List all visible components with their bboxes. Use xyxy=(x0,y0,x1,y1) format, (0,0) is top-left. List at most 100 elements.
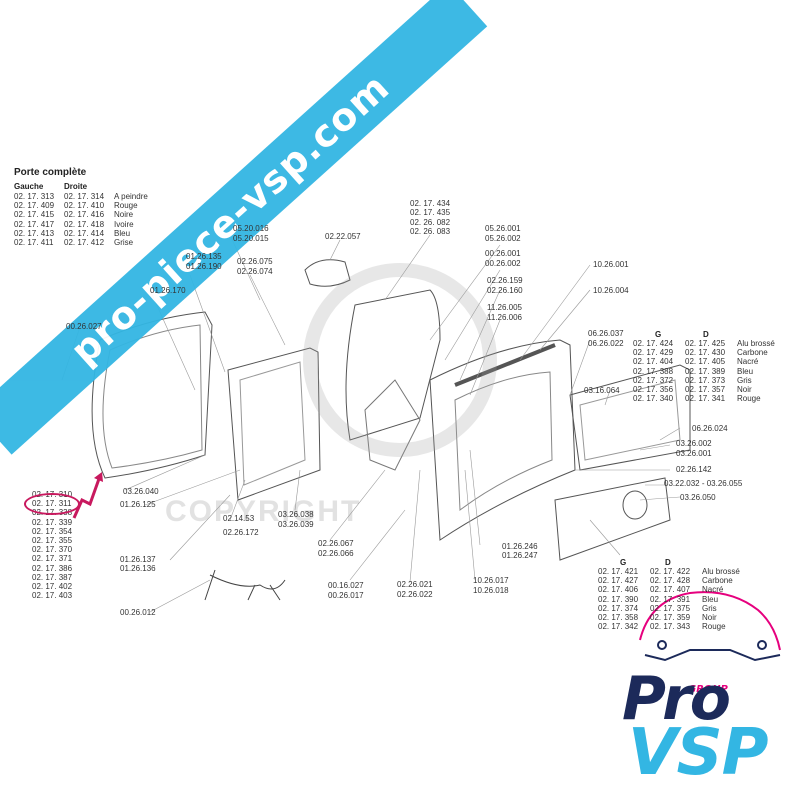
logo-car-icon xyxy=(639,591,781,662)
callout-label: 05.26.001 xyxy=(485,224,521,233)
callout-label: 00.26.002 xyxy=(485,259,521,268)
trim-top-head-d: D xyxy=(703,330,709,339)
callout-label: 02.26.021 xyxy=(397,580,433,589)
trim-ref-d: 02. 17. 357 xyxy=(685,385,726,394)
trim-ref-d: 02. 17. 391 xyxy=(650,594,691,604)
callout-label: 03.26.001 xyxy=(676,449,712,458)
left-part-ref: 02. 17. 370 xyxy=(32,545,73,555)
part-color: Bleu xyxy=(114,228,131,238)
parts-list-title: Porte complète xyxy=(14,167,87,178)
highlight-arrow-icon xyxy=(72,472,103,519)
left-part-ref: 02. 17. 371 xyxy=(32,554,73,564)
callout-label: 10.26.017 xyxy=(473,576,509,585)
trim-ref-d: 02. 17. 341 xyxy=(685,394,726,404)
logo-group-text: GROUP xyxy=(688,684,728,695)
parts-list-row: 02. 17. 417 02. 17. 418 Ivoire xyxy=(14,220,174,229)
parts-list-row: 02. 17. 413 02. 17. 414 Bleu xyxy=(14,229,174,238)
part-right-ref: 02. 17. 418 xyxy=(64,219,105,229)
callout-label: 02.26.142 xyxy=(676,465,712,474)
trim-ref-d: 02. 17. 430 xyxy=(685,348,726,358)
part-color: Ivoire xyxy=(114,219,134,229)
part-right-ref: 02. 17. 412 xyxy=(64,238,105,247)
trim-ref-g: 02. 17. 406 xyxy=(598,585,639,595)
callout-label: 01.26.190 xyxy=(186,262,222,271)
callout-label: 00.26.001 xyxy=(485,249,521,258)
part-left-ref: 02. 17. 413 xyxy=(14,228,55,238)
part-left-ref: 02. 17. 415 xyxy=(14,210,55,220)
trim-name: Noir xyxy=(702,613,717,622)
trim-name: Rouge xyxy=(737,394,761,404)
callout-label: 02.26.160 xyxy=(487,286,523,295)
part-color: Rouge xyxy=(114,201,138,211)
part-color: A peindre xyxy=(114,192,148,201)
callout-label: 05.26.002 xyxy=(485,234,521,243)
callout-label: 02.26.074 xyxy=(237,267,273,276)
callout-label: 02. 26. 082 xyxy=(410,218,451,227)
callout-label: 02.14.53 xyxy=(223,514,255,523)
trim-ref-d: 02. 17. 389 xyxy=(685,366,726,376)
trim-ref-d: 02. 17. 428 xyxy=(650,576,691,586)
trim-row: 02. 17. 390 02. 17. 391 Bleu xyxy=(598,595,762,604)
trim-ref-g: 02. 17. 424 xyxy=(633,339,674,348)
part-color: Grise xyxy=(114,238,134,247)
trim-ref-g: 02. 17. 372 xyxy=(633,375,674,385)
trim-ref-g: 02. 17. 427 xyxy=(598,576,639,586)
part-left-ref: 02. 17. 409 xyxy=(14,201,55,211)
left-part-ref: 02. 17. 355 xyxy=(32,536,73,545)
door-pocket xyxy=(554,477,671,561)
callout-label: 00.26.027 xyxy=(66,322,102,331)
callout-label: 02. 26. 083 xyxy=(410,227,451,236)
callout-label: 01.26.137 xyxy=(120,555,156,564)
trim-ref-g: 02. 17. 340 xyxy=(633,394,674,404)
callout-label: 01.26.125 xyxy=(120,500,156,509)
trim-ref-d: 02. 17. 343 xyxy=(650,622,691,632)
trim-ref-g: 02. 17. 390 xyxy=(598,594,639,604)
trim-ref-g: 02. 17. 388 xyxy=(633,366,674,376)
trim-ref-g: 02. 17. 356 xyxy=(633,385,674,394)
part-right-ref: 02. 17. 414 xyxy=(64,228,105,238)
trim-row: 02. 17. 374 02. 17. 375 Gris xyxy=(598,604,762,613)
callout-label: 02. 17. 435 xyxy=(410,208,451,217)
inner-trim xyxy=(569,364,691,471)
trim-ref-g: 02. 17. 374 xyxy=(598,603,639,613)
col-gauche: Gauche xyxy=(14,182,44,191)
left-part-ref: 02. 17. 387 xyxy=(32,572,73,582)
callout-label: 02.26.172 xyxy=(223,528,259,537)
trim-name: Alu brossé xyxy=(702,567,740,576)
trim-name: Gris xyxy=(702,603,717,613)
trim-ref-d: 02. 17. 405 xyxy=(685,357,726,367)
trim-name: Bleu xyxy=(702,594,719,604)
window-glass xyxy=(345,289,441,441)
callout-label: 02.26.159 xyxy=(487,276,523,285)
left-part-ref: 02. 17. 403 xyxy=(32,591,73,601)
trim-ref-g: 02. 17. 421 xyxy=(598,567,639,576)
callout-label: 11.26.005 xyxy=(487,303,522,312)
left-part-ref: 02. 17. 402 xyxy=(32,582,73,591)
col-droite: Droite xyxy=(64,182,88,191)
left-part-ref: 02. 17. 339 xyxy=(32,517,73,527)
callout-label: 03.26.039 xyxy=(278,520,314,529)
trim-ref-d: 02. 17. 375 xyxy=(650,603,691,613)
trim-bottom-head-g: G xyxy=(620,558,627,567)
callout-label: 06.26.024 xyxy=(692,424,728,433)
part-left-ref: 02. 17. 417 xyxy=(14,219,55,229)
callout-label: 03.26.002 xyxy=(676,439,712,448)
callout-label: 02. 17. 434 xyxy=(410,199,451,208)
left-part-ref: 02. 17. 386 xyxy=(32,563,73,573)
callout-label: 11.26.006 xyxy=(487,313,522,322)
callout-label: 10.26.001 xyxy=(593,260,629,269)
mirror xyxy=(304,259,351,287)
trim-name: Carbone xyxy=(702,576,733,586)
wiring-harness xyxy=(204,569,286,601)
callout-label: 01.26.247 xyxy=(502,551,538,560)
part-right-ref: 02. 17. 416 xyxy=(64,210,105,220)
trim-ref-g: 02. 17. 342 xyxy=(598,622,639,632)
